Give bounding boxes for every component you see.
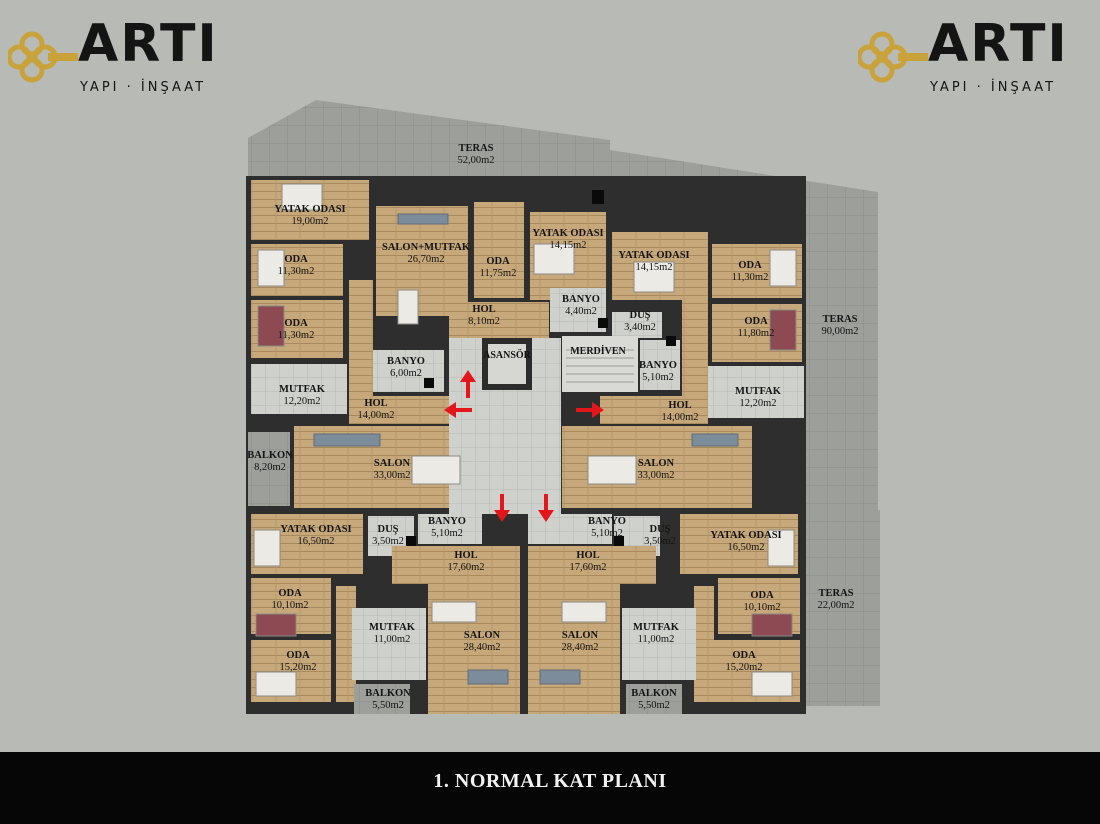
logo-left: ARTI YAPI · İNŞAAT [8,18,228,98]
floor-plan [246,100,880,714]
arrow-down-icon [494,494,510,522]
brand-tagline: YAPI · İNŞAAT [80,80,207,95]
terrace-bottom-right [800,510,880,706]
footer-bar: 1. NORMAL KAT PLANI [0,752,1100,824]
stairs-label: MERDİVEN [570,346,626,357]
plan-title: 1. NORMAL KAT PLANI [433,770,667,792]
brand-cross-key-icon [858,31,928,83]
terrace-top [248,100,610,180]
arrow-down-icon [538,494,554,522]
brand-name: ARTI [78,14,219,74]
brand-name: ARTI [928,14,1069,74]
brand-cross-key-icon [8,31,78,83]
elevator-label: ASANSÖR [483,350,531,361]
brand-tagline: YAPI · İNŞAAT [930,80,1057,95]
arrow-up-icon [460,370,476,398]
arrows [444,370,604,522]
logo-right: ARTI YAPI · İNŞAAT [858,18,1078,98]
arrow-right-icon [576,402,604,418]
arrow-left-icon [444,402,472,418]
